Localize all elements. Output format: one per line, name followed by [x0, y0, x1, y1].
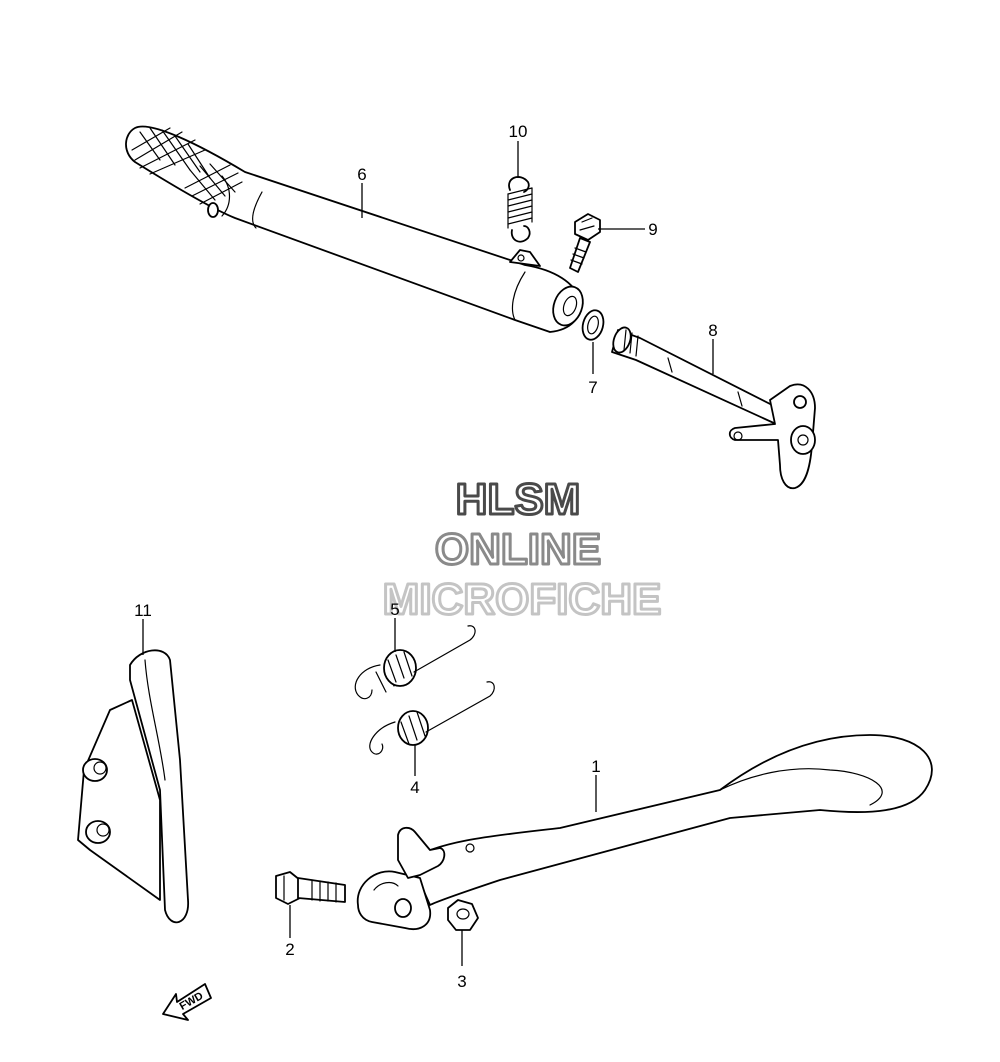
return-spring	[507, 176, 533, 243]
callout-4: 4	[410, 778, 419, 797]
callout-10: 10	[509, 122, 528, 141]
watermark-line-1: HLSM	[456, 475, 581, 524]
grip-knurl	[131, 127, 243, 218]
callouts: 10 6 9 8 7 11 5 4 1 2 3	[134, 122, 718, 991]
side-stand-spring-inner	[369, 681, 495, 755]
side-stand-nut	[447, 899, 479, 931]
watermark-line-2: ONLINE	[435, 525, 601, 574]
side-stand-bracket	[77, 649, 189, 924]
gear-shift-shaft	[611, 326, 816, 490]
callout-5: 5	[390, 600, 399, 619]
fwd-arrow: FWD	[162, 983, 212, 1021]
callout-3: 3	[457, 972, 466, 991]
side-stand-spring-outer	[354, 625, 476, 700]
watermark-line-3: MICROFICHE	[383, 575, 662, 624]
callout-7: 7	[588, 378, 597, 397]
side-stand-bolt	[275, 871, 346, 905]
side-stand	[356, 734, 933, 930]
callout-9: 9	[648, 220, 657, 239]
watermark: HLSM ONLINE MICROFICHE	[381, 474, 663, 626]
callout-11: 11	[134, 601, 152, 620]
callout-1: 1	[591, 757, 600, 776]
callout-6: 6	[357, 165, 366, 184]
callout-2: 2	[285, 940, 294, 959]
washer	[581, 309, 605, 341]
callout-8: 8	[708, 321, 717, 340]
gear-shift-lever	[125, 125, 584, 333]
bolt	[569, 213, 601, 273]
